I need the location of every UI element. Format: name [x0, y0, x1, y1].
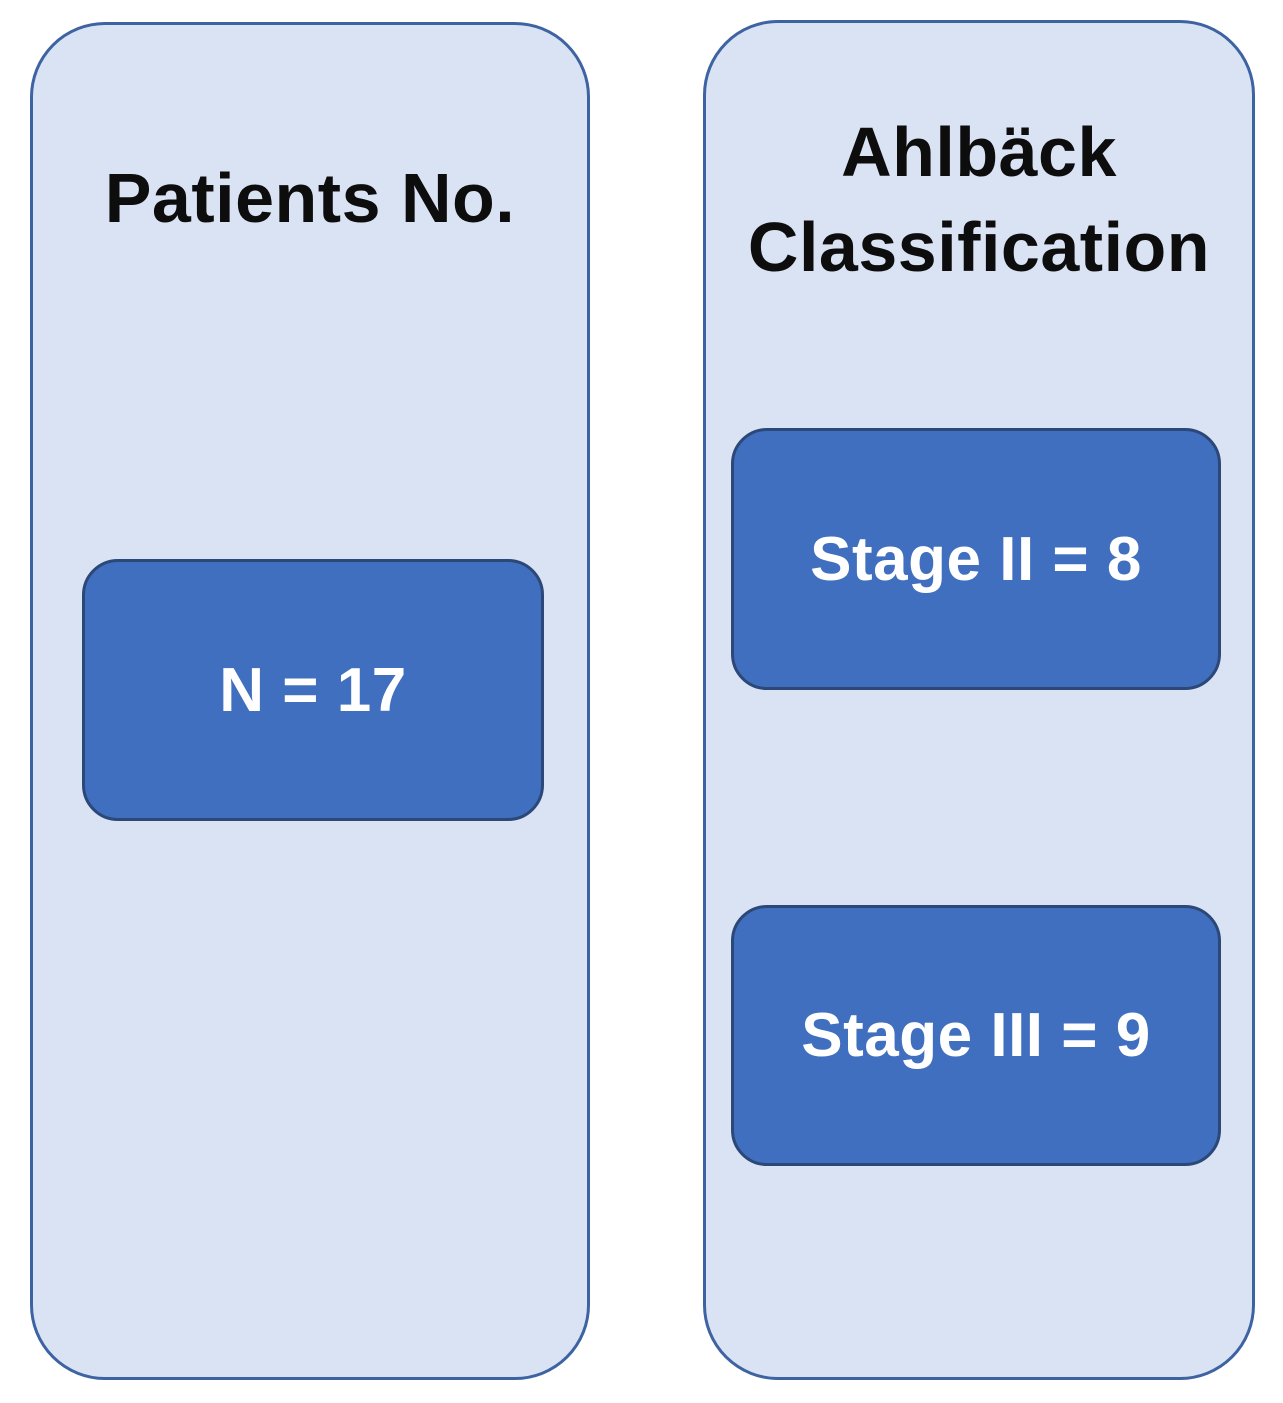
stage-ii-label: Stage II = 8 [810, 524, 1142, 594]
stage-iii-node: Stage III = 9 [731, 905, 1221, 1166]
ahlback-panel: Ahlbäck Classification Stage II = 8 Stag… [703, 20, 1255, 1380]
ahlback-panel-title-line-1: Ahlbäck [841, 113, 1117, 191]
stage-ii-node: Stage II = 8 [731, 428, 1221, 690]
patients-panel-title-line: Patients No. [104, 159, 516, 237]
patients-count-label: N = 17 [219, 655, 407, 725]
ahlback-panel-title-line-2: Classification [747, 208, 1211, 286]
patients-panel: Patients No. N = 17 [30, 22, 590, 1380]
stage-iii-label: Stage III = 9 [801, 1001, 1151, 1070]
patients-panel-title: Patients No. [33, 151, 587, 246]
ahlback-panel-title: Ahlbäck Classification [706, 105, 1252, 295]
patients-count-node: N = 17 [82, 559, 544, 821]
